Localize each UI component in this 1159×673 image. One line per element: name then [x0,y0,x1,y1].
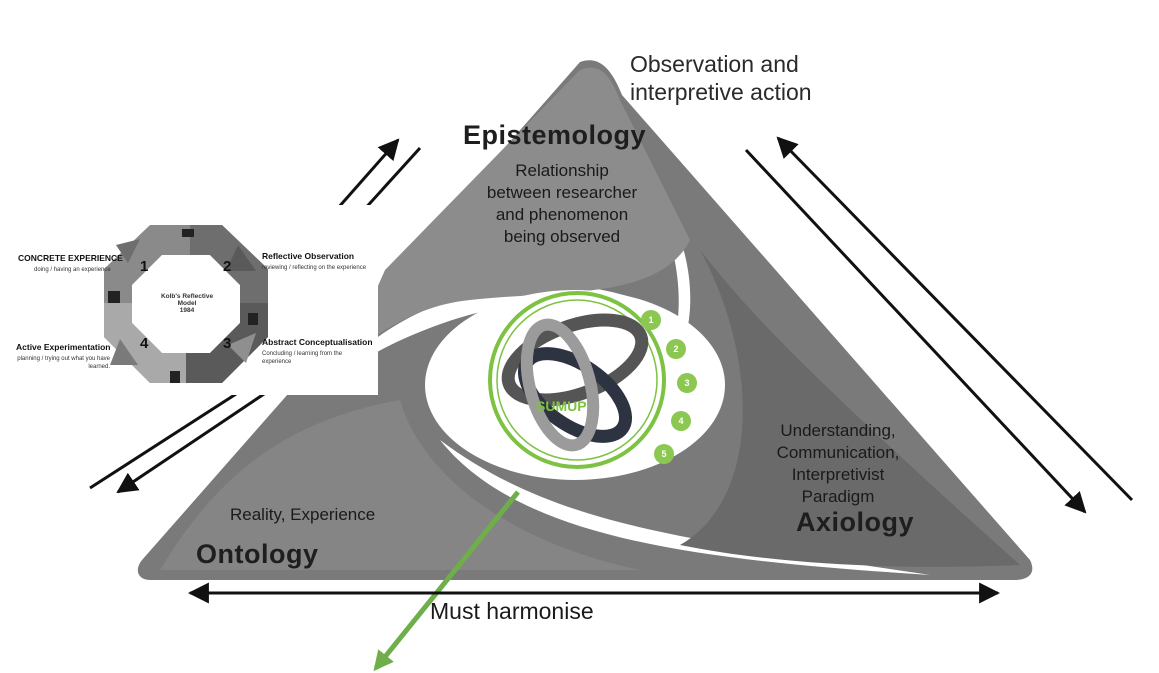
kolb-center-line-3: 1984 [179,307,195,314]
step-label-2: 2 [673,344,678,354]
left-arrow-up-1 [336,138,400,209]
kolb-stage-1-sub: doing / having an experience [34,267,111,273]
step-circle-2 [666,339,686,359]
step-circle-4 [671,411,691,431]
right-arrow-2 [776,136,1134,502]
epistemology-line-3: and phenomenon [495,205,629,224]
kolb-stage-2-sub: reviewing / reflecting on the experience [262,265,367,271]
kolb-stage-4-sub: planning / trying out what you have lear… [16,355,110,371]
axiology-section [680,250,1020,567]
ontology-section [160,400,640,570]
kolb-num-4: 4 [140,335,149,352]
left-arrow-down-2 [116,388,271,494]
kolb-phone-icon [170,371,180,383]
step-label-1: 1 [648,315,653,325]
epistemology-title: Epistemology [463,120,647,150]
kolb-center-line-2: Model [177,300,197,307]
epistemology-section [345,67,690,360]
sumup-ring [488,291,666,469]
ontology-title: Ontology [196,539,319,569]
epistemology-line-4: being observed [503,227,621,246]
kolb-stage-1-heading: CONCRETE EXPERIENCE [18,253,123,263]
observation-line-2: interpretive action [630,79,812,105]
kolb-arrowhead-4 [110,339,138,365]
kolb-scale-icon [182,229,194,237]
kolb-stage-2-heading: Reflective Observation [262,251,355,261]
observation-line-1: Observation and [630,51,799,77]
kolb-arrowhead-2 [226,245,256,271]
swirl-gap-bottom [440,440,930,575]
step-circle-1 [641,310,661,330]
kolb-book-icon [248,313,258,325]
kolb-arrowhead-3 [228,333,256,363]
axiology-line-1: Understanding, [780,421,896,440]
kolb-cycle-graphic [104,225,268,383]
axiology-line-2: Communication, [776,443,900,462]
observation-text: Observation and interpretive action [630,50,812,106]
kolb-octagon-inner [132,255,240,353]
kolb-center-line-1: Kolb's Reflective [160,293,214,300]
right-arrow-1 [744,148,1087,514]
step-circles [641,310,697,464]
kolb-stage-3-heading: Abstract Conceptualisation [262,337,373,347]
kolb-num-3: 3 [223,335,232,352]
kolb-num-2: 2 [223,258,232,275]
step-circle-5 [654,444,674,464]
must-harmonise-label: Must harmonise [430,598,594,624]
left-arrow-down-1 [89,383,251,490]
axiology-line-4: Paradigm [801,487,875,506]
axiology-title: Axiology [796,507,915,537]
step-circle-3 [677,373,697,393]
axiology-description: Understanding, Communication, Interpreti… [738,420,938,508]
kolb-stage-3-sub: Concluding / learning from the experienc… [262,350,342,366]
epistemology-line-1: Relationship [515,161,609,180]
kolb-stage-3-sub-line-2: experience [262,359,292,365]
kolb-building-icon [108,291,120,303]
kolb-num-1: 1 [140,258,149,275]
epistemology-description: Relationship between researcher and phen… [452,160,672,248]
step-label-5: 5 [661,449,666,459]
sumup-label: SUMUP [536,398,587,414]
left-arrow-up-2 [360,146,422,214]
sumup-ring-inner [496,299,658,461]
kolb-stage-4-sub-line-1: planning / trying out what you have [17,356,110,362]
kolb-quadrant-4 [104,303,186,383]
axiology-line-3: Interpretivist [791,465,885,484]
step-label-3: 3 [684,378,689,388]
kolb-model-panel: 1 2 3 4 Kolb's Reflective Model 1984 CON… [0,205,378,395]
epistemology-line-2: between researcher [486,183,638,202]
kolb-quadrant-2 [190,225,268,303]
step-label-4: 4 [678,416,683,426]
loop-3 [520,318,600,452]
kolb-stage-4-heading: Active Experimentation [16,342,111,352]
kolb-stage-3-sub-line-1: Concluding / learning from the [262,351,343,357]
kolb-quadrant-3 [186,303,268,383]
sumup-arrow [373,490,520,672]
kolb-stage-4-sub-line-2: learned. [88,364,110,370]
kolb-center-title: Kolb's Reflective Model 1984 [148,293,226,314]
kolb-arrowhead-1 [116,239,140,263]
ontology-description: Reality, Experience [230,505,376,524]
